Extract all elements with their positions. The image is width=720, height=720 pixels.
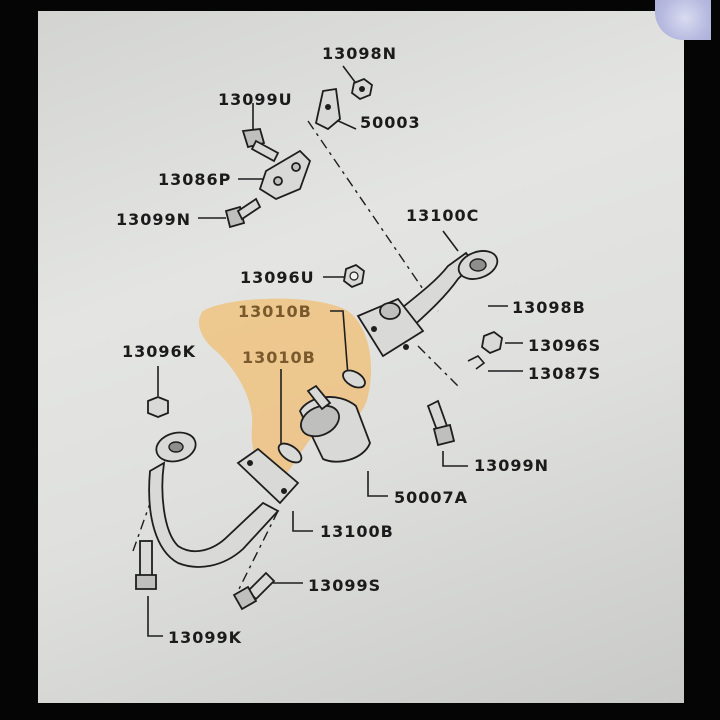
label-13096s: 13096S bbox=[528, 336, 601, 355]
centerline-lower-mid bbox=[237, 510, 279, 592]
leader-13100b bbox=[292, 511, 313, 532]
label-13099n-top: 13099N bbox=[116, 210, 191, 229]
leader-13010b-a bbox=[330, 310, 349, 377]
bolt-13099n-bottom bbox=[426, 399, 456, 447]
gasket-13010b-a bbox=[342, 369, 366, 389]
label-13010b-a: 13010B bbox=[238, 302, 312, 321]
label-13099n-bottom: 13099N bbox=[474, 456, 549, 475]
label-50003: 50003 bbox=[360, 113, 421, 132]
nut-13098n bbox=[351, 77, 373, 101]
label-13099s: 13099S bbox=[308, 576, 381, 595]
nut-13096s bbox=[481, 330, 503, 355]
pipe-13100c bbox=[356, 250, 499, 358]
label-13100c: 13100C bbox=[406, 206, 479, 225]
label-13086p: 13086P bbox=[158, 170, 231, 189]
label-13096k: 13096K bbox=[122, 342, 196, 361]
gasket-13010b-b bbox=[277, 442, 303, 464]
clip-13087s bbox=[467, 355, 486, 370]
bolt-13099u bbox=[241, 128, 280, 163]
bolt-13099s bbox=[232, 571, 276, 611]
label-13098b: 13098B bbox=[512, 298, 586, 317]
label-13100b: 13100B bbox=[320, 522, 394, 541]
leader-13100c bbox=[442, 230, 459, 252]
leader-13099n-bottom bbox=[442, 451, 468, 467]
bracket-13086p bbox=[258, 149, 312, 201]
housing-50007a bbox=[298, 384, 371, 463]
leader-13099k bbox=[147, 596, 163, 637]
label-50007a: 50007A bbox=[394, 488, 468, 507]
label-13096u: 13096U bbox=[240, 268, 315, 287]
bolt-13099k bbox=[135, 540, 157, 590]
label-13010b-b: 13010B bbox=[242, 348, 316, 367]
label-13099k: 13099K bbox=[168, 628, 242, 647]
bolt-13099n-top bbox=[224, 197, 262, 229]
bracket-50003 bbox=[314, 87, 341, 131]
label-13087s: 13087S bbox=[528, 364, 601, 383]
highlight-marker bbox=[198, 298, 372, 480]
exploded-parts-diagram: 13098N 13099U 50003 13086P 13099N 13100C… bbox=[116, 44, 601, 647]
parts-diagram-paper: 13098N 13099U 50003 13086P 13099N 13100C… bbox=[38, 11, 684, 703]
nut-13096k bbox=[147, 396, 169, 418]
centerline-right bbox=[417, 345, 459, 387]
corner-badge bbox=[655, 0, 711, 40]
label-13098n: 13098N bbox=[322, 44, 397, 63]
leader-50007a bbox=[367, 471, 388, 497]
pipe-13100b bbox=[148, 431, 300, 568]
nut-13096u bbox=[343, 263, 365, 289]
centerline-upper bbox=[307, 120, 439, 312]
label-13099u: 13099U bbox=[218, 90, 293, 109]
